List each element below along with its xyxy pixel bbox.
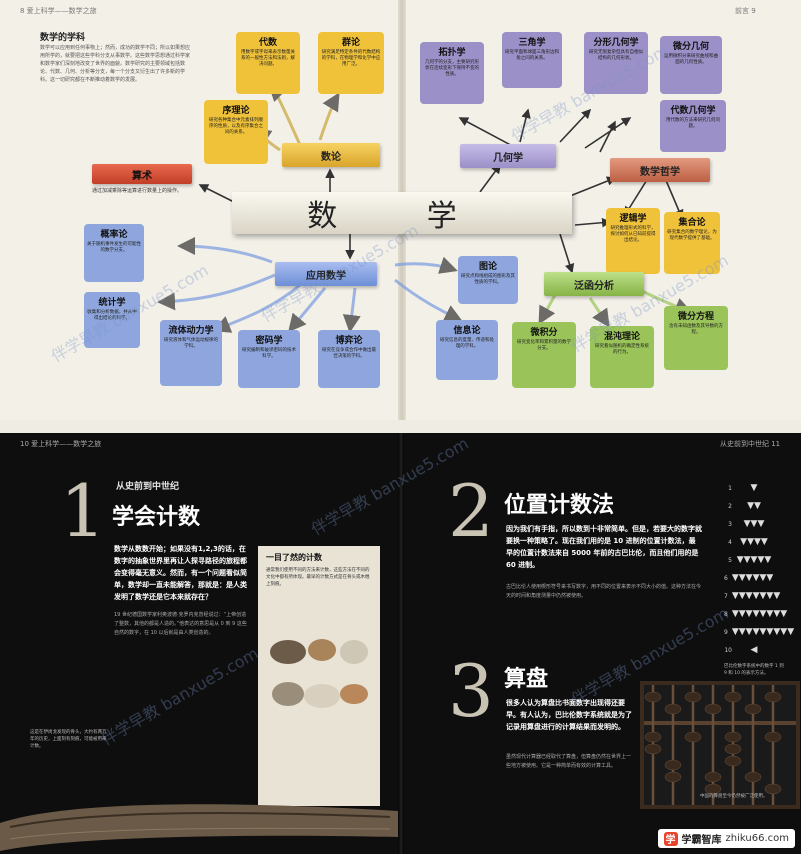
chapter-body-1: 19 世纪德国数学家利奥波德·克罗内克曾经说过：“上帝创造了整数，其他的都是人造… bbox=[114, 612, 247, 636]
chapter-title-3: 算盘 bbox=[504, 667, 549, 692]
chapter-lead-2: 因为我们有手指，所以数到十非常简单。但是，若要大的数字就要换一种策略了。现在我们… bbox=[506, 525, 702, 569]
cune-row: 5▼▼▼▼▼ bbox=[728, 555, 772, 565]
cune-row: 4▼▼▼▼ bbox=[728, 537, 768, 547]
chapter-title-2: 位置计数法 bbox=[504, 493, 615, 518]
watermark: 伴学早教 banxue5.com bbox=[97, 643, 262, 750]
intro-text: 数学可以应用到任何事物上；然而，成功的数学不同；所以如果想应用所学的，就要把这些… bbox=[40, 45, 191, 83]
sidebar-box: 一目了然的计数 通常我们使用不同的方法来计数，这些方法在不同的文化中都有所体现。… bbox=[258, 546, 380, 806]
cune-row: 8▼▼▼▼▼▼▼▼ bbox=[724, 609, 788, 619]
running-head-left: 8 爱上科学——数学之旅 bbox=[20, 7, 97, 15]
node-information-theory: 信息论研究信息的度量、传递和处理的学科。 bbox=[436, 320, 498, 380]
chapter-number-2: 2 bbox=[448, 469, 494, 553]
center-math-bar: 数 学 bbox=[232, 192, 572, 234]
node-differential-equations: 微分方程含有未知函数及其导数的方程。 bbox=[664, 306, 728, 370]
node-cryptography: 密码学研究编制和破译密码的技术科学。 bbox=[238, 330, 300, 388]
cune-row: 3▼▼▼ bbox=[728, 519, 765, 529]
running-head-left: 10 爱上科学——数学之旅 bbox=[20, 440, 102, 448]
chapter-lead-3: 很多人认为算盘比书面数字出现得还要早。有人认为，巴比伦数字系统就是为了记录用算盘… bbox=[506, 699, 632, 731]
node-game-theory: 博弈论研究在竞争或合作中做出最佳决策的学科。 bbox=[318, 330, 380, 388]
sidebar-text: 通常我们使用不同的方法来计数，这些方法在不同的文化中都有所体现。最早的计数方式是… bbox=[266, 568, 370, 587]
node-chaos-theory: 混沌理论研究看似随机的确定性系统的行为。 bbox=[590, 326, 654, 388]
abacus-image bbox=[640, 681, 800, 809]
cune-row: 6▼▼▼▼▼▼ bbox=[724, 573, 774, 583]
chapter-body-3: 虽然现代计算器已经取代了算盘，但算盘仍然在世界上一些地方被使用。它是一种简单而有… bbox=[506, 754, 632, 769]
top-spread: 8 爱上科学——数学之旅 前言 9 数学的学科 数学可以应用到任何事物上；然而，… bbox=[0, 0, 801, 420]
logo-url: zhiku66.com bbox=[725, 833, 789, 844]
chapter-number-3: 3 bbox=[448, 649, 494, 733]
node-order-theory: 序理论研究各种集合中元素排列顺序的性质，以及有序集合之间的关系。 bbox=[204, 100, 268, 164]
chapter-title-1: 学会计数 bbox=[112, 505, 201, 530]
ishango-bone-image bbox=[0, 804, 398, 851]
node-fluid-dynamics: 流体动力学研究液体和气体运动规律的学科。 bbox=[160, 320, 222, 386]
intro-title: 数学的学科 bbox=[40, 33, 86, 43]
chapter-number-1: 1 bbox=[60, 469, 106, 553]
node-graph-theory: 图论研究点和线组成的图形及其性质的学科。 bbox=[458, 256, 518, 304]
node-logic: 逻辑学研究推理形式的科学，探讨如何从已知前提得出结论。 bbox=[606, 208, 660, 274]
abacus-caption: 中国的算盘至今仍然被广泛使用。 bbox=[700, 794, 768, 799]
cune-row: 7▼▼▼▼▼▼▼ bbox=[724, 591, 781, 601]
bar-number-theory: 数论 bbox=[282, 143, 380, 167]
cuneiform-numerals: 1▼ 2▼▼ 3▼▼▼ 4▼▼▼▼ 5▼▼▼▼▼ 6▼▼▼▼▼▼ 7▼▼▼▼▼▼… bbox=[724, 479, 795, 659]
node-group-theory: 群论研究满足特定条件的代数结构的学科，在物理学和化学中应用广泛。 bbox=[318, 32, 384, 94]
node-algebra: 代数用数字或字母来表示数量关系的一般性方法和法则，解决问题。 bbox=[236, 32, 300, 94]
bottom-spread: 10 爱上科学——数学之旅 从史前到中世纪 11 1 从史前到中世纪 学会计数 … bbox=[0, 433, 801, 854]
node-fractal-geometry: 分形几何学研究无限复杂但具有自相似结构的几何形状。 bbox=[584, 32, 648, 94]
node-statistics: 统计学收集和分析数据，并从中得出结论的科学。 bbox=[84, 292, 140, 348]
bar-philosophy: 数学哲学 bbox=[610, 158, 710, 182]
running-head-right: 前言 9 bbox=[735, 7, 756, 15]
node-differential-geometry: 微分几何运用微积分来研究曲线和曲面的几何性质。 bbox=[660, 36, 722, 94]
cune-row: 10◀ bbox=[724, 645, 758, 655]
section-label: 从史前到中世纪 bbox=[116, 482, 180, 492]
connector-arrows bbox=[157, 82, 693, 333]
node-trigonometry: 三角学研究平面和球面三角形边和角之间的关系。 bbox=[502, 32, 562, 88]
pebbles-image bbox=[270, 639, 368, 708]
node-probability: 概率论关于随机事件发生的可能性的数学分支。 bbox=[84, 224, 144, 282]
arithmetic-caption: 通过加减乘除等运算进行数量上的操作。 bbox=[92, 188, 183, 194]
running-head-right: 从史前到中世纪 11 bbox=[720, 440, 781, 448]
bar-geometry: 几何学 bbox=[460, 144, 556, 168]
bar-arithmetic: 算术 bbox=[92, 164, 192, 184]
bar-functional-analysis: 泛函分析 bbox=[544, 272, 644, 296]
cune-row: 2▼▼ bbox=[728, 501, 761, 511]
cune-row: 1▼ bbox=[728, 483, 758, 493]
node-set-theory: 集合论研究集合的数学理论，为现代数学提供了基础。 bbox=[664, 212, 720, 274]
node-topology: 拓扑学几何学的分支，主要研究形状在连续变形下保持不变的性质。 bbox=[420, 42, 484, 104]
node-calculus: 微积分研究变化率和累积量的数学分支。 bbox=[512, 322, 576, 388]
bone-caption: 这是在伊尚戈发现的骨头，大约有两万年的历史，上面刻有刻痕，可能被用来计数。 bbox=[30, 730, 107, 749]
node-algebraic-geometry: 代数几何学用代数的方法来研究几何问题。 bbox=[660, 100, 726, 152]
site-logo[interactable]: 学 学霸智库 zhiku66.com bbox=[657, 829, 795, 848]
cuneiform-caption: 巴比伦数字系统中的数字 1 到 9 和 10 的表示方法。 bbox=[724, 664, 784, 676]
bar-applied-math: 应用数学 bbox=[275, 262, 377, 286]
chapter-body-2: 古巴比伦人使用楔形符号来书写数字，用不同的位置来表示不同大小的值。这种方法在今天… bbox=[506, 584, 702, 599]
page-gutter bbox=[398, 433, 404, 854]
cune-row: 9▼▼▼▼▼▼▼▼▼ bbox=[724, 627, 795, 637]
chapter-lead-1: 数学从数数开始；如果没有1,2,3的话，在数字的抽象世界里再让人探寻路径的旅程都… bbox=[114, 545, 247, 601]
logo-name: 学霸智库 bbox=[681, 835, 722, 846]
logo-mark: 学 bbox=[663, 831, 678, 846]
sidebar-title: 一目了然的计数 bbox=[266, 553, 322, 562]
